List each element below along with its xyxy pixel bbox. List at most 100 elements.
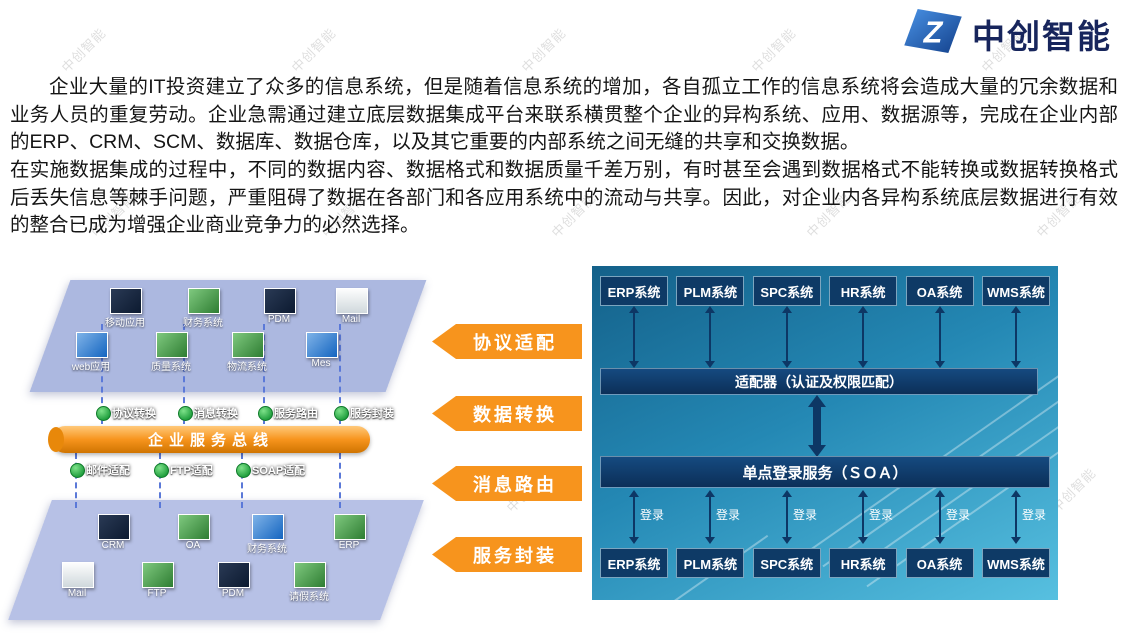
login-label: 登录	[1022, 508, 1047, 522]
esb-connector-line	[101, 324, 103, 424]
esb-node-oa: OA	[178, 514, 210, 551]
login-label: 登录	[793, 508, 818, 522]
system-box-spc-bottom: SPC系统	[752, 548, 821, 578]
enterprise-service-bus: 企业服务总线	[48, 426, 370, 453]
adapter-bar: 适配器（认证及权限匹配）	[600, 368, 1038, 395]
esb-node-mes: Mes	[306, 332, 338, 369]
z-logo-icon: Z	[904, 8, 962, 59]
arrow-data-conversion: 数据转换	[432, 396, 582, 431]
login-arrow	[705, 490, 715, 544]
arrow-service-encapsulation: 服务封装	[432, 537, 582, 572]
sso-architecture-panel: ERP系统 PLM系统 SPC系统 HR系统 OA系统 WMS系统 适配器（认证…	[592, 266, 1058, 600]
esb-node-mail: Mail	[336, 288, 368, 325]
esb-service-dot	[258, 406, 273, 421]
esb-node-pdm: PDM	[264, 288, 296, 325]
esb-adapter-label: FTP适配	[170, 465, 213, 477]
esb-connector-line	[263, 324, 265, 424]
login-label: 登录	[869, 508, 894, 522]
esb-node-web-app: web应用	[72, 332, 110, 373]
app-icon	[264, 288, 296, 314]
app-icon	[110, 288, 142, 314]
double-arrow	[705, 306, 715, 368]
app-icon	[156, 332, 188, 358]
decor-stripe	[800, 314, 1058, 558]
system-box-plm-bottom: PLM系统	[676, 548, 745, 578]
esb-connector-line	[75, 453, 77, 508]
esb-connector-line	[339, 324, 341, 424]
app-icon	[334, 514, 366, 540]
esb-adapter-dot	[154, 463, 169, 478]
app-icon	[178, 514, 210, 540]
double-arrow	[1011, 306, 1021, 368]
app-icon	[98, 514, 130, 540]
double-arrow	[782, 306, 792, 368]
esb-service-dot	[96, 406, 111, 421]
intro-text: 企业大量的IT投资建立了众多的信息系统，但是随着信息系统的增加，各自孤立工作的信…	[10, 74, 1118, 240]
esb-node-mobile-app: 移动应用	[105, 288, 145, 329]
login-label: 登录	[946, 508, 971, 522]
esb-adapter-dot	[70, 463, 85, 478]
esb-connector-line	[183, 324, 185, 424]
esb-adapter-label: SOAP适配	[252, 465, 306, 477]
esb-diagram: 移动应用 财务系统 PDM Mail web应用 质量系统 物流系统 Mes 协…	[8, 256, 448, 632]
system-box-spc: SPC系统	[752, 276, 821, 306]
app-icon	[232, 332, 264, 358]
esb-node-ftp: FTP	[142, 562, 174, 599]
big-double-arrow	[808, 395, 826, 457]
system-box-oa: OA系统	[905, 276, 974, 306]
watermark-text: 中创智能	[748, 25, 799, 76]
esb-connector-line	[241, 453, 243, 508]
login-arrow	[782, 490, 792, 544]
system-box-hr-bottom: HR系统	[829, 548, 898, 578]
intro-paragraph-1: 企业大量的IT投资建立了众多的信息系统，但是随着信息系统的增加，各自孤立工作的信…	[10, 76, 1118, 154]
esb-service-label: 服务封装	[350, 408, 394, 420]
system-box-erp-bottom: ERP系统	[600, 548, 668, 578]
system-box-erp: ERP系统	[600, 276, 668, 306]
brand-name: 中创智能	[972, 17, 1112, 55]
esb-node-crm: CRM	[98, 514, 130, 551]
watermark-text: 中创智能	[518, 25, 569, 76]
double-arrow	[935, 306, 945, 368]
system-box-plm: PLM系统	[676, 276, 745, 306]
login-arrow	[858, 490, 868, 544]
esb-service-dot	[178, 406, 193, 421]
arrow-message-routing: 消息路由	[432, 466, 582, 501]
double-arrow	[858, 306, 868, 368]
esb-service-dot	[334, 406, 349, 421]
watermark-text: 中创智能	[58, 25, 109, 76]
app-icon	[306, 332, 338, 358]
top-systems-row: ERP系统 PLM系统 SPC系统 HR系统 OA系统 WMS系统	[600, 276, 1050, 306]
esb-connector-line	[339, 453, 341, 508]
arrow-protocol-adaptation: 协议适配	[432, 324, 582, 359]
app-icon	[294, 562, 326, 588]
app-icon	[76, 332, 108, 358]
sso-bar: 单点登录服务（ＳＯＡ）	[600, 456, 1050, 488]
app-icon	[142, 562, 174, 588]
app-icon	[218, 562, 250, 588]
esb-node-leave: 请假系统	[289, 562, 329, 603]
login-label: 登录	[640, 508, 665, 522]
esb-node-pdm2: PDM	[218, 562, 250, 599]
app-icon	[62, 562, 94, 588]
system-box-oa-bottom: OA系统	[905, 548, 974, 578]
app-icon	[188, 288, 220, 314]
bottom-systems-row: ERP系统 PLM系统 SPC系统 HR系统 OA系统 WMS系统	[600, 548, 1050, 578]
esb-service-label: 协议转换	[112, 408, 156, 420]
login-label: 登录	[716, 508, 741, 522]
login-arrow	[629, 490, 639, 544]
esb-connector-line	[159, 453, 161, 508]
svg-text:Z: Z	[923, 16, 944, 50]
esb-service-label: 消息转换	[194, 408, 238, 420]
esb-adapter-label: 邮件适配	[86, 465, 130, 477]
system-box-hr: HR系统	[829, 276, 898, 306]
esb-node-quality: 质量系统	[151, 332, 191, 373]
login-arrow	[1011, 490, 1021, 544]
esb-adapter-dot	[236, 463, 251, 478]
esb-node-erp: ERP	[334, 514, 366, 551]
login-arrow	[935, 490, 945, 544]
brand-logo: Z 中创智能	[904, 8, 1112, 59]
esb-node-logistics: 物流系统	[227, 332, 267, 373]
esb-service-label: 服务路由	[274, 408, 318, 420]
intro-paragraph-2: 在实施数据集成的过程中，不同的数据内容、数据格式和数据质量千差万别，有时甚至会遇…	[10, 159, 1118, 237]
